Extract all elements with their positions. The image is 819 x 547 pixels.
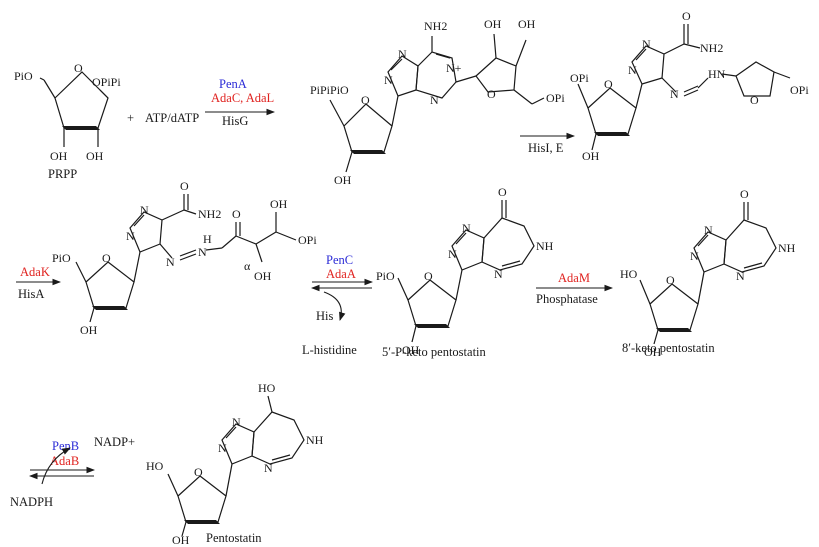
step4-enzyme-pen: PenC (326, 253, 353, 267)
cmpd2-structure: OPi O N N O NH2 N HN O OPi OH (570, 9, 809, 163)
svg-text:O: O (102, 251, 111, 265)
step1-enzyme-pen: PenA (219, 77, 247, 91)
step5-enzyme-phosphatase: Phosphatase (536, 292, 598, 306)
svg-text:N: N (232, 415, 241, 429)
his-release-arrow (323, 291, 346, 322)
svg-text:N: N (690, 249, 699, 263)
cmpd2-oh-base-label: OH (582, 149, 600, 163)
cmpd5-nh-label: NH (778, 241, 796, 255)
step6-enzyme-ada: AdaB (50, 454, 79, 468)
prpp-name: PRPP (48, 167, 77, 181)
svg-text:N: N (736, 269, 745, 283)
svg-text:N: N (430, 93, 439, 107)
prpp-pio-label: PiO (14, 69, 33, 83)
cmpd2-hn-label: HN (708, 67, 726, 81)
cmpd3-n-label: N (198, 245, 207, 259)
cmpd1-opi-label: OPi (546, 91, 565, 105)
svg-text:N: N (462, 221, 471, 235)
step5-enzyme-ada: AdaM (558, 271, 590, 285)
svg-text:N: N (448, 247, 457, 261)
cmpd5-name: 8′-keto pentostatin (622, 341, 715, 355)
cmpd1-nplus-label: N+ (446, 61, 462, 75)
cmpd5-oh-base-label: OH (644, 345, 662, 359)
his-label: His (316, 309, 334, 323)
cmpd6-structure: HO O N N HO NH N OH (146, 381, 324, 547)
cmpd4-oh-base-label: OH (402, 343, 420, 357)
cmpd2-opi-left-label: OPi (570, 71, 589, 85)
cmpd5-ho-label: HO (620, 267, 638, 281)
cmpd5-structure: HO O N N O NH N OH (620, 187, 796, 359)
cmpd2-opi-right-label: OPi (790, 83, 809, 97)
cmpd6-nh-label: NH (306, 433, 324, 447)
cmpd3-h-label: H (203, 232, 212, 246)
atp-label: ATP/dATP (145, 111, 199, 125)
cmpd3-oh-base-label: OH (80, 323, 98, 337)
cmpd3-oh-b-label: OH (254, 269, 272, 283)
svg-text:N: N (264, 461, 273, 475)
cmpd1-pipipio-label: PiPiPiO (310, 83, 349, 97)
svg-text:N: N (166, 255, 175, 269)
cmpd3-o-keto-label: O (232, 207, 241, 221)
prpp-oh2-label: OH (86, 149, 104, 163)
cmpd5-o-label: O (740, 187, 749, 201)
svg-text:N: N (140, 203, 149, 217)
cmpd4-name: 5′-P-keto pentostatin (382, 345, 487, 359)
svg-text:O: O (361, 93, 370, 107)
svg-text:O: O (487, 87, 496, 101)
svg-text:N: N (494, 267, 503, 281)
prpp-structure: PiO OPiPi O OH OH (14, 61, 121, 163)
step3-enzyme-ada: AdaK (20, 265, 50, 279)
cmpd3-oh-a-label: OH (270, 197, 288, 211)
cmpd4-structure: PiO O N N O NH N OH (376, 185, 554, 357)
svg-text:O: O (180, 179, 189, 193)
svg-text:N: N (218, 441, 227, 455)
cmpd3-opi-label: OPi (298, 233, 317, 247)
cmpd3-nh2-label: NH2 (198, 207, 221, 221)
svg-text:N: N (398, 47, 407, 61)
cmpd1-oh-base-label: OH (334, 173, 352, 187)
cmpd6-ho-label: HO (146, 459, 164, 473)
step3-enzyme-his: HisA (18, 287, 44, 301)
step1-enzyme-his: HisG (222, 114, 248, 128)
cmpd3-structure: PiO O N N O NH2 N N H O α OH OH OPi OH (52, 179, 317, 337)
svg-text:O: O (194, 465, 203, 479)
step4-enzyme-ada: AdaA (326, 267, 356, 281)
prpp-oh1-label: OH (50, 149, 68, 163)
cmpd4-nh-label: NH (536, 239, 554, 253)
svg-text:O: O (74, 61, 83, 75)
plus-sign: + (127, 111, 134, 125)
prpp-opipi-label: OPiPi (92, 75, 121, 89)
cmpd3-pio-label: PiO (52, 251, 71, 265)
cmpd2-nh2-label: NH2 (700, 41, 723, 55)
svg-text:O: O (424, 269, 433, 283)
nadp-label: NADP+ (94, 435, 135, 449)
cmpd6-oh-base-label: OH (172, 533, 190, 547)
svg-text:O: O (682, 9, 691, 23)
svg-text:O: O (750, 93, 759, 107)
svg-text:N: N (126, 229, 135, 243)
cmpd1-nh2-label: NH2 (424, 19, 447, 33)
svg-text:N: N (704, 223, 713, 237)
svg-text:N: N (670, 87, 679, 101)
svg-text:N: N (642, 37, 651, 51)
svg-text:O: O (666, 273, 675, 287)
l-histidine-label: L-histidine (302, 343, 357, 357)
nadph-consume-arrow (41, 447, 71, 485)
svg-text:N: N (628, 63, 637, 77)
cmpd1-oh-a-label: OH (484, 17, 502, 31)
cmpd1-oh-b-label: OH (518, 17, 536, 31)
step1-enzyme-ada: AdaC, AdaL (211, 91, 274, 105)
svg-text:O: O (604, 77, 613, 91)
svg-text:N: N (384, 73, 393, 87)
step6-enzyme-pen: PenB (52, 439, 79, 453)
cmpd4-pio-label: PiO (376, 269, 395, 283)
cmpd3-alpha-label: α (244, 259, 251, 273)
step2-enzyme-his: HisI, E (528, 141, 564, 155)
cmpd6-name: Pentostatin (206, 531, 262, 545)
cmpd4-o-label: O (498, 185, 507, 199)
nadph-label: NADPH (10, 495, 53, 509)
cmpd6-ho-top-label: HO (258, 381, 276, 395)
cmpd1-structure: PiPiPiO O NH2 N N N N+ OH OH O OPi OH (310, 17, 565, 187)
